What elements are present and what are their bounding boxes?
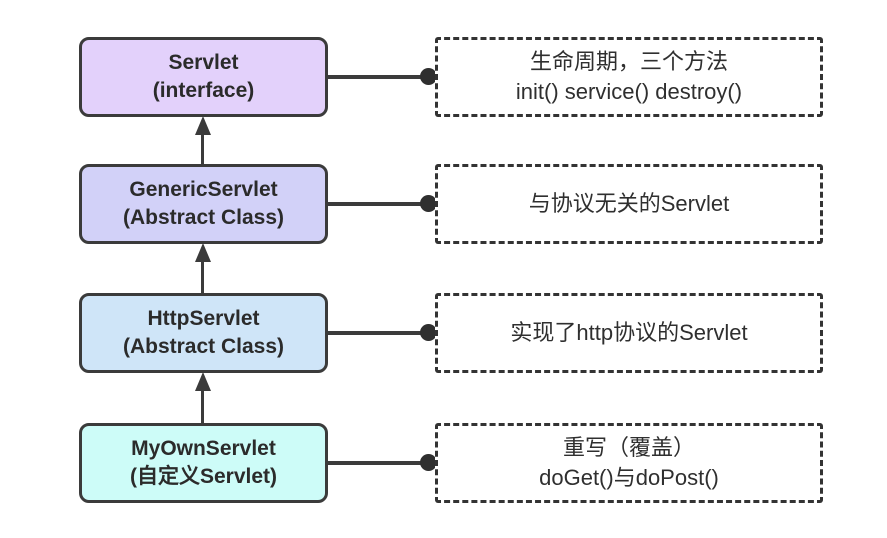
- note-servlet-line1: 生命周期，三个方法: [529, 49, 728, 74]
- inheritance-arrow-http-to-generic: [193, 243, 212, 294]
- note-servlet-lifecycle: 生命周期，三个方法 init() service() destroy(): [435, 37, 823, 117]
- inheritance-arrow-generic-to-servlet: [193, 116, 212, 166]
- connector-dot-icon: [420, 195, 437, 212]
- connector-dot-icon: [420, 324, 437, 341]
- connector-line-myown: [328, 461, 428, 465]
- node-my-own-servlet-title: MyOwnServlet: [131, 437, 276, 460]
- note-http-servlet: 实现了http协议的Servlet: [435, 293, 823, 373]
- note-generic-servlet: 与协议无关的Servlet: [435, 164, 823, 244]
- node-generic-servlet-subtitle: (Abstract Class): [122, 206, 285, 229]
- node-http-servlet: HttpServlet (Abstract Class): [79, 293, 328, 373]
- arrow-head-up-icon: [194, 372, 211, 391]
- connector-line-generic: [328, 202, 428, 206]
- connector-line-servlet: [328, 75, 428, 79]
- arrow-head-up-icon: [194, 243, 211, 262]
- node-http-servlet-subtitle: (Abstract Class): [122, 335, 285, 358]
- arrow-shaft: [200, 260, 205, 294]
- node-generic-servlet-title: GenericServlet: [129, 178, 278, 201]
- connector-line-http: [328, 331, 428, 335]
- note-generic-line1: 与协议无关的Servlet: [528, 191, 730, 216]
- arrow-head-up-icon: [194, 116, 211, 135]
- node-my-own-servlet-subtitle: (自定义Servlet): [129, 465, 278, 488]
- note-my-own-servlet: 重写（覆盖） doGet()与doPost(): [435, 423, 823, 503]
- node-my-own-servlet: MyOwnServlet (自定义Servlet): [79, 423, 328, 503]
- arrow-shaft: [200, 389, 205, 424]
- inheritance-arrow-myown-to-http: [193, 372, 212, 424]
- note-myown-line2: doGet()与doPost(): [539, 465, 719, 490]
- note-myown-line1: 重写（覆盖）: [562, 435, 695, 460]
- node-http-servlet-title: HttpServlet: [147, 307, 260, 330]
- node-servlet: Servlet (interface): [79, 37, 328, 117]
- note-http-line1: 实现了http协议的Servlet: [510, 320, 748, 345]
- note-servlet-line2: init() service() destroy(): [515, 79, 743, 104]
- arrow-shaft: [200, 133, 205, 166]
- node-servlet-subtitle: (interface): [152, 79, 255, 102]
- connector-dot-icon: [420, 68, 437, 85]
- node-servlet-title: Servlet: [168, 51, 239, 74]
- connector-dot-icon: [420, 454, 437, 471]
- node-generic-servlet: GenericServlet (Abstract Class): [79, 164, 328, 244]
